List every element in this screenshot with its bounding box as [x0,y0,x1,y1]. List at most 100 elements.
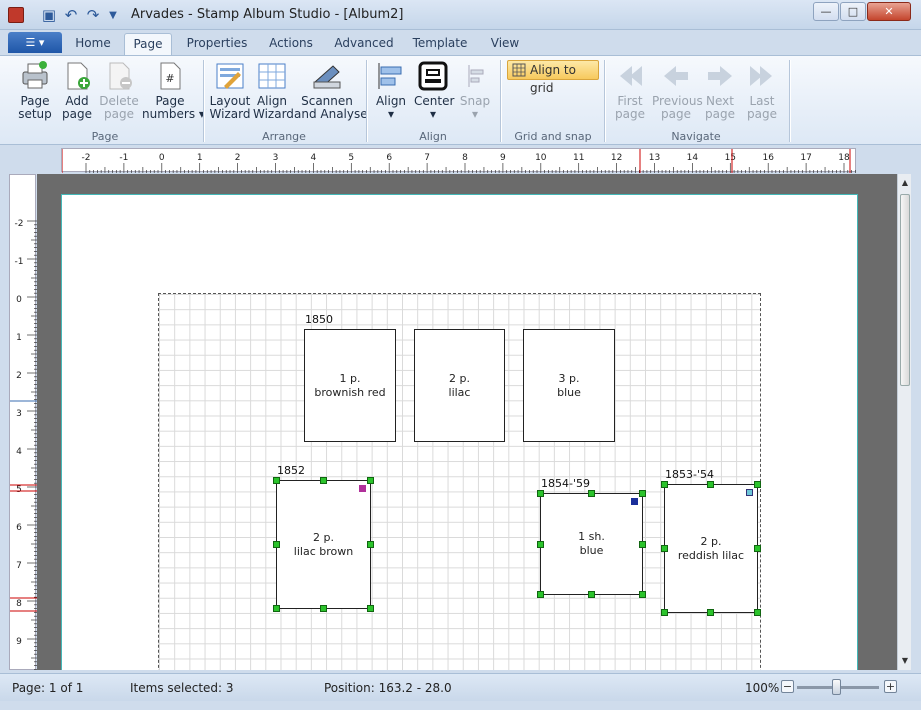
snap-button[interactable]: Snap ▾ [456,60,494,121]
stamp-frame-selected[interactable]: 2 p.lilac brown [276,480,371,609]
align-to-grid-button[interactable]: Align to grid [507,60,599,95]
scroll-down-icon[interactable]: ▼ [901,656,909,665]
album-canvas[interactable]: 1850 1 p.brownish red 2 p.lilac 3 p.blue… [37,174,897,670]
selection-handle[interactable] [273,605,280,612]
stamp-color: blue [579,544,604,557]
selection-handle[interactable] [367,477,374,484]
next-page-button[interactable]: Next page [702,60,738,121]
scrollbar-thumb[interactable] [900,194,910,386]
selection-handle[interactable] [273,541,280,548]
selection-handle[interactable] [754,545,761,552]
tab-view[interactable]: View [490,36,520,50]
page-numbers-button[interactable]: # Page numbers ▾ [142,60,205,121]
selection-handle[interactable] [754,481,761,488]
selection-handle[interactable] [661,481,668,488]
tab-properties[interactable]: Properties [186,36,248,50]
year-label[interactable]: 1850 [305,313,333,326]
zoom-in-icon[interactable]: + [884,680,897,693]
scan-analyse-button[interactable]: Scannen and Analyse [294,60,368,121]
ruler-label: 7 [424,153,430,163]
ruler-label: 4 [16,447,22,457]
tab-template[interactable]: Template [412,36,468,50]
align-button[interactable]: Align ▾ [372,60,410,121]
tab-page[interactable]: Page [124,33,172,55]
close-button[interactable]: ✕ [867,2,911,21]
selection-handle[interactable] [661,609,668,616]
ruler-label: 0 [159,153,165,163]
ribbon-separator [789,60,790,142]
ruler-label: 0 [16,295,22,305]
ruler-label: 5 [16,485,22,495]
selection-handle[interactable] [273,477,280,484]
layout-wizard-button[interactable]: Layout Wizard [208,60,252,121]
ruler-label: 4 [311,153,317,163]
selection-handle[interactable] [639,490,646,497]
stamp-frame[interactable]: 3 p.blue [523,329,615,442]
last-page-button[interactable]: Last page [742,60,782,121]
title-bar: ▣ ↶ ↷ ▼ Arvades - Stamp Album Studio - [… [0,0,921,30]
stamp-frame[interactable]: 2 p.lilac [414,329,505,442]
year-label[interactable]: 1854-'59 [541,477,590,490]
selection-handle[interactable] [588,490,595,497]
center-button[interactable]: Center ▾ [414,60,454,121]
undo-icon[interactable]: ↶ [64,6,78,24]
minimize-button[interactable]: — [813,2,839,21]
year-label[interactable]: 1852 [277,464,305,477]
year-label[interactable]: 1853-'54 [665,468,714,481]
file-menu-button[interactable]: ☰ ▾ [8,32,62,53]
selection-handle[interactable] [661,545,668,552]
window-title: Arvades - Stamp Album Studio - [Album2] [131,7,404,22]
tab-home[interactable]: Home [75,36,111,50]
zoom-slider-thumb[interactable] [832,679,841,695]
page-content-area[interactable] [158,293,761,670]
selection-handle[interactable] [754,609,761,616]
ribbon-tab-bar: ☰ ▾ Home Page Properties Actions Advance… [0,30,921,55]
align-icon [378,63,402,89]
ribbon-separator [500,60,501,142]
add-page-button[interactable]: Add page [60,60,94,121]
stamp-frame-selected[interactable]: 1 sh.blue [540,493,643,595]
ruler-label: -2 [82,153,91,163]
selection-handle[interactable] [537,490,544,497]
scanner-icon [313,65,341,89]
album-page[interactable]: 1850 1 p.brownish red 2 p.lilac 3 p.blue… [61,194,858,670]
group-label-page: Page [91,130,119,143]
zoom-out-icon[interactable]: − [781,680,794,693]
selection-handle[interactable] [639,541,646,548]
selection-handle[interactable] [367,541,374,548]
selection-handle[interactable] [320,605,327,612]
first-page-button[interactable]: First page [610,60,650,121]
selection-handle[interactable] [639,591,646,598]
selection-handle[interactable] [537,541,544,548]
ruler-label: 15 [725,153,736,163]
tab-actions[interactable]: Actions [269,36,313,50]
ruler-label: 6 [386,153,392,163]
align-wizard-button[interactable]: Align Wizard [253,60,294,121]
selection-handle[interactable] [320,477,327,484]
first-page-icon [620,66,642,86]
redo-icon[interactable]: ↷ [86,6,100,24]
selection-handle[interactable] [588,591,595,598]
page-setup-button[interactable]: Page setup [12,60,58,121]
delete-page-button[interactable]: Delete page [99,60,139,121]
stamp-frame[interactable]: 1 p.brownish red [304,329,396,442]
group-label-navigate: Navigate [671,130,721,143]
app-icon[interactable] [8,7,24,23]
selection-handle[interactable] [537,591,544,598]
save-icon[interactable]: ▣ [41,6,57,24]
vertical-scrollbar[interactable]: ▲ ▼ [897,174,911,670]
tab-advanced[interactable]: Advanced [334,36,394,50]
ruler-label: 17 [800,153,811,163]
selection-handle[interactable] [707,481,714,488]
chevron-down-icon[interactable]: ▼ [109,10,117,21]
selection-handle[interactable] [707,609,714,616]
scroll-up-icon[interactable]: ▲ [901,178,909,187]
ruler-label: 5 [348,153,354,163]
maximize-button[interactable]: □ [840,2,866,21]
previous-page-button[interactable]: Previous page [652,60,703,121]
ruler-label: 10 [535,153,547,163]
selection-handle[interactable] [367,605,374,612]
stamp-frame-selected[interactable]: 2 p.reddish lilac [664,484,758,613]
